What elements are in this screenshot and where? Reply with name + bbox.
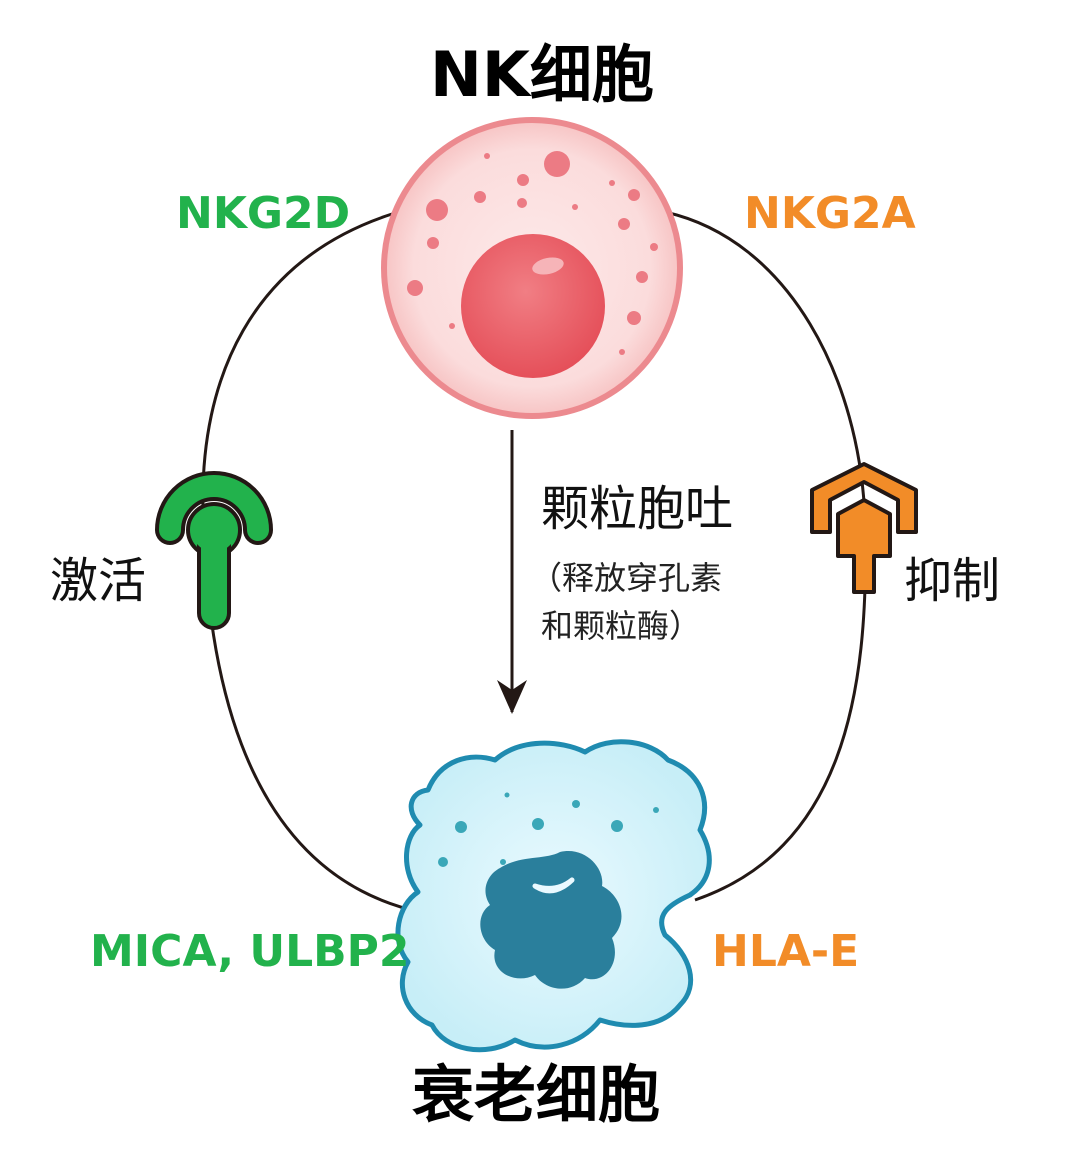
- senescent-cell-title: 衰老细胞: [412, 1058, 661, 1131]
- activating-receptor-icon: [155, 471, 273, 630]
- senescent-cell-icon: [395, 739, 712, 1053]
- activating-ligands-label: MICA, ULBP2: [90, 926, 410, 977]
- nk-cell-icon: [381, 117, 683, 419]
- inhibitory-ligand-label: HLA-E: [712, 926, 860, 977]
- nkg2a-label: NKG2A: [744, 188, 916, 239]
- inhibition-label: 抑制: [904, 553, 1001, 609]
- left-connector-line: [201, 212, 421, 914]
- nkg2d-label: NKG2D: [176, 188, 351, 239]
- activation-label: 激活: [50, 553, 147, 609]
- degranulation-note-line2: 和颗粒酶）: [541, 607, 702, 645]
- degranulation-title: 颗粒胞吐: [541, 481, 734, 537]
- arrow-head-icon: [497, 680, 527, 714]
- degranulation-note-line1: （释放穿孔素: [530, 559, 723, 597]
- nk-cell-title: NK细胞: [430, 38, 654, 111]
- inhibitory-receptor-icon: [810, 462, 918, 594]
